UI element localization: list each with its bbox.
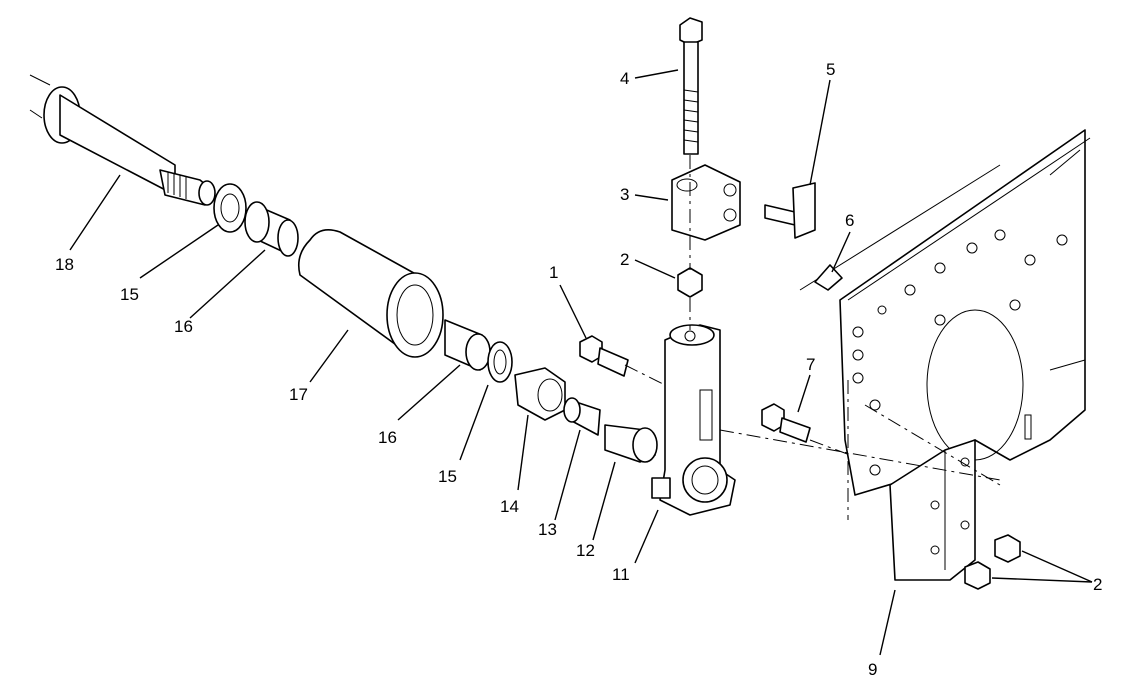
- callout-9: 9: [868, 660, 877, 679]
- callout-3: 3: [620, 185, 629, 204]
- clamp-block: [671, 164, 741, 241]
- callout-2-right: 2: [1093, 575, 1102, 594]
- callout-15-mid: 15: [438, 467, 457, 486]
- callout-15-left: 15: [120, 285, 139, 304]
- callout-14: 14: [500, 497, 519, 516]
- hex-coupling: [514, 367, 566, 421]
- callout-6: 6: [845, 211, 854, 230]
- bushing-mid: [444, 319, 491, 371]
- callout-12: 12: [576, 541, 595, 560]
- shaft: [29, 74, 216, 206]
- callout-1: 1: [549, 263, 558, 282]
- lower-bracket: [889, 439, 976, 581]
- clip: [814, 264, 843, 291]
- callout-labels: 4 5 3 6 2 1 7 2 9 11 12 13 14 15 16 17 1…: [55, 60, 1102, 679]
- callout-13: 13: [538, 520, 557, 539]
- callout-17: 17: [289, 385, 308, 404]
- callout-2-top: 2: [620, 250, 629, 269]
- bushing-left: [244, 201, 299, 257]
- washer-left: [213, 183, 247, 233]
- l-pin: [764, 182, 816, 239]
- vertical-bolt: [679, 17, 703, 155]
- nuts-pair: [964, 534, 1021, 590]
- callout-18: 18: [55, 255, 74, 274]
- hex-bolt-7: [761, 403, 811, 443]
- roller: [297, 229, 444, 358]
- pivot-arm: [651, 324, 736, 516]
- sleeve: [604, 424, 658, 463]
- leader-lines: [69, 69, 1093, 656]
- callout-11: 11: [612, 565, 630, 584]
- bushing-small: [563, 397, 601, 436]
- callout-16-left: 16: [174, 317, 193, 336]
- callout-4: 4: [620, 69, 629, 88]
- center-lines: [624, 155, 1001, 520]
- nut-top: [677, 267, 703, 298]
- callout-5: 5: [826, 60, 835, 79]
- callout-7: 7: [806, 355, 815, 374]
- hex-bolt-1: [579, 335, 629, 377]
- callout-16-mid: 16: [378, 428, 397, 447]
- frame-plate: [799, 129, 1091, 496]
- washer-mid: [487, 341, 513, 383]
